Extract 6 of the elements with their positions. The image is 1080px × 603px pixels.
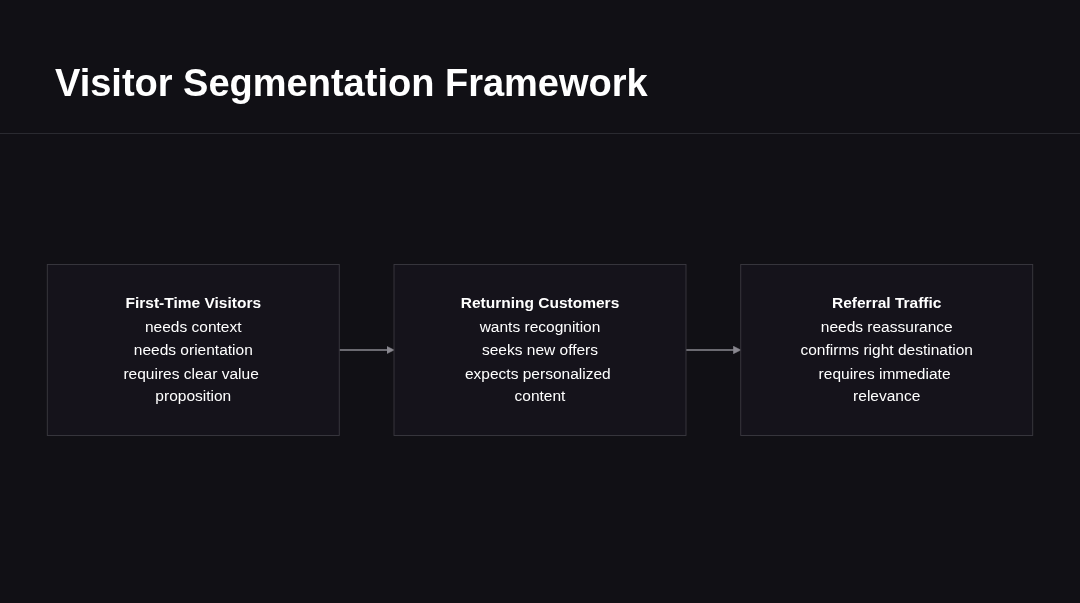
title: Visitor Segmentation Framework (55, 62, 648, 105)
arrow (685, 346, 742, 354)
node-box: First-Time Visitors needs context needs orientation requires clear value proposition (46, 264, 340, 436)
node-box: Referral Traffic needs reassurance confirms right destination requires immediate relevance (740, 264, 1034, 436)
node-box: Returning Customers wants recognition seeks new offers expects personalized content (393, 264, 687, 436)
arrow (338, 346, 395, 354)
